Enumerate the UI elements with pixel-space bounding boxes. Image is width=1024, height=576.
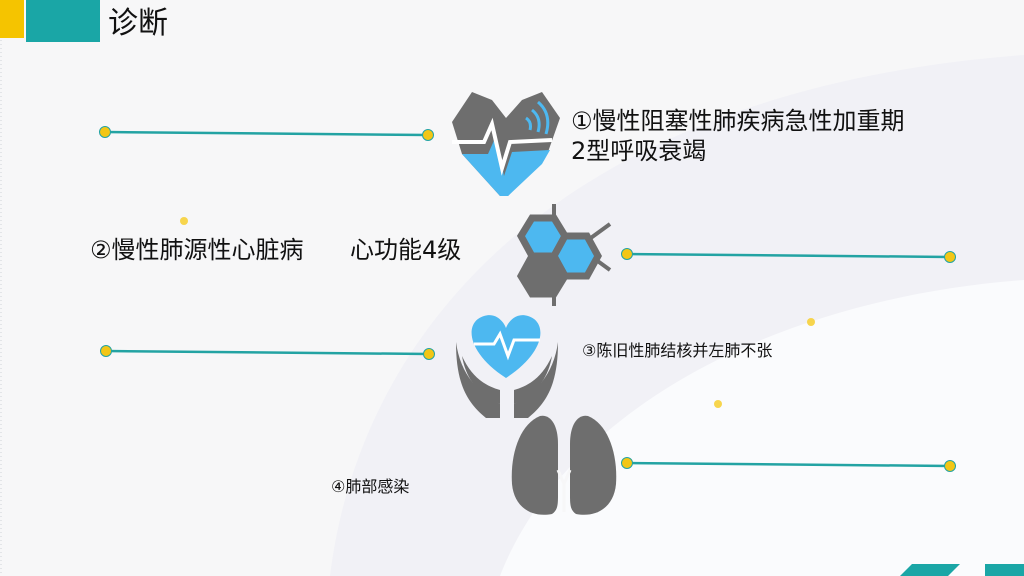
sparkle-dot — [180, 217, 188, 225]
diagnosis-2-line2: 心功能4级 — [350, 236, 462, 264]
diagnosis-1-line2: 2型呼吸衰竭 — [571, 137, 707, 165]
header-accent-yellow — [0, 0, 24, 38]
page-title: 诊断 — [108, 6, 168, 41]
diagnosis-3-line1: ③陈旧性肺结核并左肺不张 — [582, 341, 773, 360]
diagnosis-4-line1: ④肺部感染 — [331, 477, 410, 496]
hands-heart-icon — [456, 315, 558, 418]
sparkle-dot — [714, 400, 722, 408]
diagnosis-1-line1: ①慢性阻塞性肺疾病急性加重期 — [571, 107, 905, 135]
header-accent-teal — [26, 0, 100, 42]
heart-pulse-icon — [452, 92, 560, 196]
connector-line-1 — [99, 126, 434, 141]
molecule-icon — [516, 204, 612, 306]
sparkle-dot — [807, 318, 815, 326]
connector-line-2 — [621, 248, 956, 263]
connector-line-4 — [621, 457, 956, 472]
connector-line-3 — [100, 345, 435, 360]
lungs-icon — [511, 415, 617, 515]
diagnosis-2-line1: ②慢性肺源性心脏病 — [90, 236, 304, 264]
